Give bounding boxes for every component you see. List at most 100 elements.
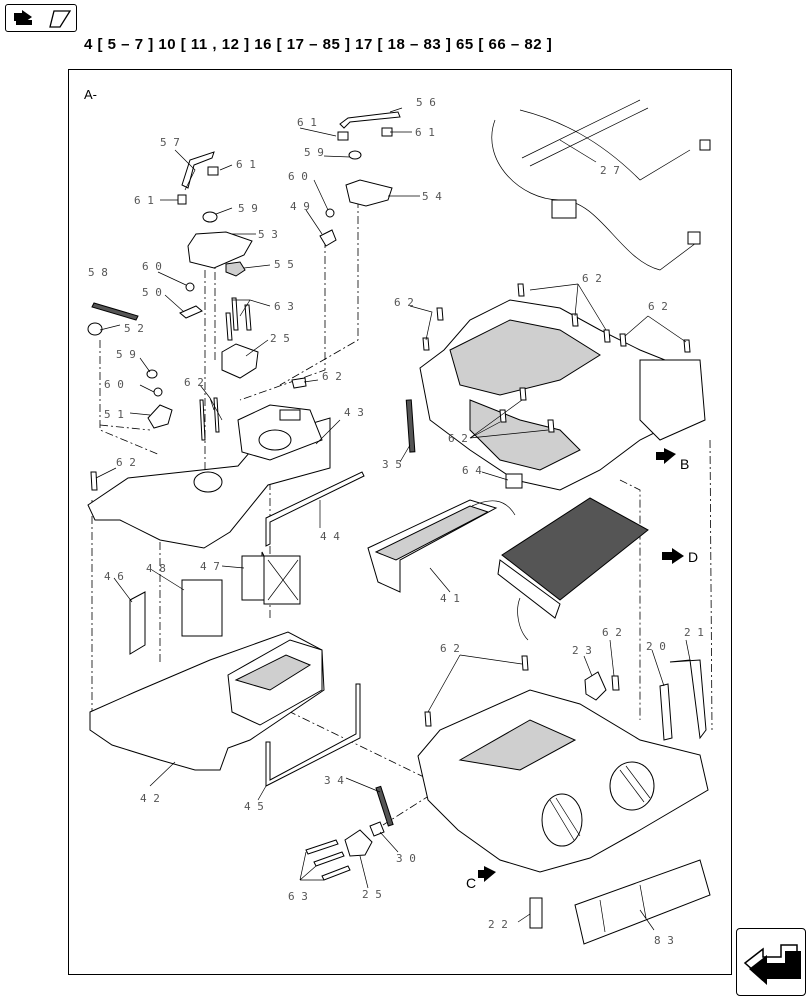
part-54: [345, 179, 393, 207]
part-64: [505, 473, 523, 489]
part-60: [325, 208, 335, 218]
callout-62: 6 2: [648, 300, 668, 313]
callout-35: 3 5: [382, 458, 402, 471]
callout-61: 6 1: [236, 158, 256, 171]
view-c-arrow-icon: [478, 866, 496, 882]
part-63-screw: [321, 865, 351, 881]
callout-59: 5 9: [116, 348, 136, 361]
parts-view-toggle-button[interactable]: [5, 4, 77, 32]
callout-49: 4 9: [290, 200, 310, 213]
callout-61: 6 1: [297, 116, 317, 129]
callout-62: 6 2: [440, 642, 460, 655]
callout-60: 6 0: [104, 378, 124, 391]
view-b-arrow-icon: [656, 448, 676, 464]
callout-52: 5 2: [124, 322, 144, 335]
part-62-screw: [199, 399, 206, 441]
callout-43: 4 3: [344, 406, 364, 419]
part-62-screw: [611, 675, 620, 691]
callout-83: 8 3: [654, 934, 674, 947]
callout-30: 3 0: [396, 852, 416, 865]
next-page-button[interactable]: [736, 928, 806, 996]
view-label-d: D: [688, 549, 698, 565]
callout-64: 6 4: [462, 464, 482, 477]
part-44-seal: [265, 471, 365, 547]
part-46: [129, 591, 146, 655]
callout-62: 6 2: [116, 456, 136, 469]
part-21: [669, 659, 707, 740]
part-27-connector: [551, 199, 577, 219]
callout-54: 5 4: [422, 190, 442, 203]
callout-61: 6 1: [134, 194, 154, 207]
part-61-clip: [337, 131, 349, 141]
part-50: [179, 305, 203, 319]
callout-50: 5 0: [142, 286, 162, 299]
part-62-screw: [291, 377, 307, 389]
part-56: [339, 111, 401, 129]
callout-55: 5 5: [274, 258, 294, 271]
part-20: [659, 683, 673, 741]
callout-46: 4 6: [104, 570, 124, 583]
callout-62: 6 2: [394, 296, 414, 309]
callout-62: 6 2: [582, 272, 602, 285]
part-59: [202, 211, 218, 223]
callout-61: 6 1: [415, 126, 435, 139]
part-63-screw: [231, 297, 239, 331]
view-label-b: B: [680, 456, 689, 472]
callout-58: 5 8: [88, 266, 108, 279]
part-49: [319, 229, 337, 247]
reference-header: 4 [ 5 – 7 ] 10 [ 11 , 12 ] 16 [ 17 – 85 …: [84, 36, 553, 53]
callout-63: 6 3: [274, 300, 294, 313]
callout-63: 6 3: [288, 890, 308, 903]
view-label-c: C: [466, 875, 476, 891]
part-63-screw: [225, 312, 233, 341]
callout-60: 6 0: [288, 170, 308, 183]
part-47-grille: [263, 555, 301, 605]
part-60: [153, 387, 163, 397]
callout-47: 4 7: [200, 560, 220, 573]
part-61-clip: [177, 194, 187, 205]
part-58: [91, 302, 139, 321]
frame-label: A-: [84, 87, 97, 102]
callout-59: 5 9: [304, 146, 324, 159]
callout-21: 2 1: [684, 626, 704, 639]
part-62-screw: [424, 711, 432, 727]
callout-25: 2 5: [270, 332, 290, 345]
part-63-screw: [305, 839, 339, 855]
callout-60: 6 0: [142, 260, 162, 273]
diagram-frame: [68, 69, 732, 975]
arrow-icon: [14, 10, 72, 28]
callout-41: 4 1: [440, 592, 460, 605]
callout-34: 3 4: [324, 774, 344, 787]
part-evaporator: [501, 497, 649, 601]
part-51: [147, 404, 173, 429]
callout-44: 4 4: [320, 530, 340, 543]
part-61-clip: [207, 166, 219, 176]
part-62-screw: [521, 655, 529, 671]
part-22: [529, 897, 543, 929]
part-62-screw: [213, 397, 220, 433]
part-45-seal: [265, 683, 361, 787]
callout-59: 5 9: [238, 202, 258, 215]
callout-48: 4 8: [146, 562, 166, 575]
part-63-screw: [313, 851, 345, 867]
part-34: [375, 785, 394, 827]
callout-20: 2 0: [646, 640, 666, 653]
part-23: [584, 671, 607, 701]
part-62-screw: [90, 471, 98, 491]
part-63-screw: [244, 304, 252, 331]
part-25-upper: [221, 343, 259, 379]
callout-62: 6 2: [448, 432, 468, 445]
callout-57: 5 7: [160, 136, 180, 149]
part-57: [181, 151, 215, 189]
callout-45: 4 5: [244, 800, 264, 813]
part-59: [146, 369, 158, 379]
callout-62: 6 2: [184, 376, 204, 389]
callout-25: 2 5: [362, 888, 382, 901]
part-52: [87, 322, 103, 336]
part-25-lower: [344, 829, 373, 857]
part-83-filter: [574, 859, 711, 945]
part-35: [405, 399, 416, 453]
part-55: [225, 261, 246, 277]
callout-62: 6 2: [602, 626, 622, 639]
part-blower-case: [417, 689, 709, 873]
